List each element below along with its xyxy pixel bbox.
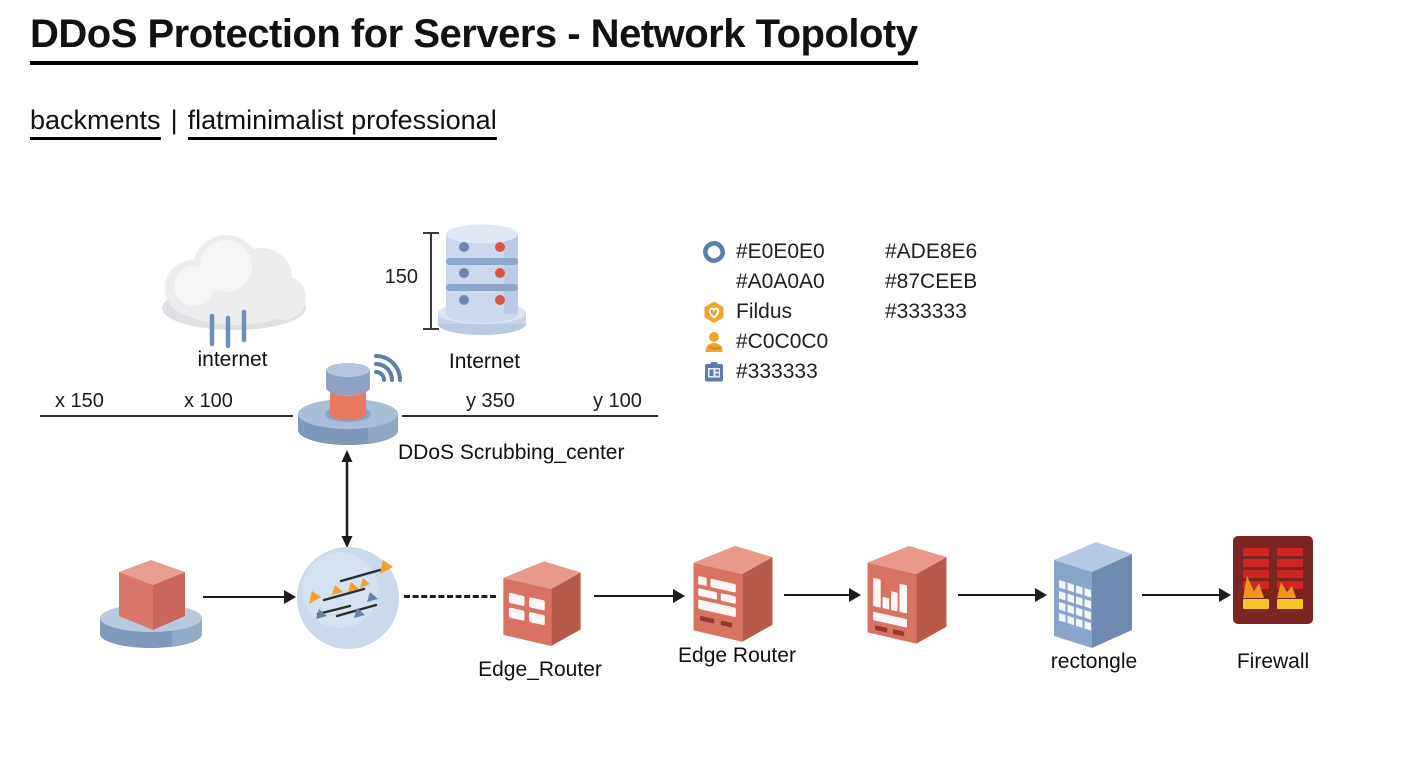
arrow-chartbox-to-building [958, 587, 1047, 602]
traffic-filter-node [294, 544, 402, 652]
legend-row: #A0A0A0 #87CEEB [702, 267, 977, 297]
scrubbing-center-icon [298, 354, 402, 445]
edge-router-1-label: Edge_Router [478, 658, 602, 681]
internet-cloud-icon [162, 235, 306, 349]
page-subtitle: backments | flatminimalist professional [30, 105, 497, 140]
dimension-value: 150 [384, 266, 418, 288]
legend-value: Fildus [736, 300, 793, 323]
building-label: rectongle [1050, 650, 1138, 673]
coordinate-line-left [40, 415, 293, 417]
coord-label-x100: x 100 [184, 390, 233, 412]
sync-icon [702, 240, 726, 264]
scrubbing-label: DDoS Scrubbing_center [398, 441, 625, 464]
hexagon-heart-icon [704, 301, 724, 323]
legend-row: #C0C0C0 [702, 327, 977, 357]
edge-router-1-node [496, 552, 588, 648]
arrow-building-to-firewall [1142, 587, 1231, 602]
chart-server-node [860, 536, 954, 646]
subtitle-separator: | [170, 105, 178, 135]
legend-value: #333333 [736, 360, 818, 383]
scrubbing-link [339, 450, 355, 553]
internet-cloud-node [148, 226, 313, 349]
id-card-icon [705, 362, 723, 382]
legend-value: #A0A0A0 [736, 270, 825, 293]
coordinate-line-right [402, 415, 658, 417]
color-legend: #E0E0E0 #ADE8E6 #A0A0A0 #87CEEB Fildus #… [702, 237, 977, 387]
legend-row: #E0E0E0 #ADE8E6 [702, 237, 977, 267]
legend-row: Fildus #333333 [702, 297, 977, 327]
arrow-router2-to-chartbox [784, 587, 861, 602]
server-label: Internet [448, 350, 521, 373]
traffic-filter-icon [297, 547, 399, 649]
subtitle-left: backments [30, 105, 161, 140]
building-icon [1054, 542, 1132, 648]
firewall-label: Firewall [1236, 650, 1310, 673]
person-icon [705, 332, 723, 352]
page-title: DDoS Protection for Servers - Network To… [30, 12, 918, 65]
chart-server-icon [867, 545, 947, 644]
subtitle-right: flatminimalist professional [187, 105, 497, 140]
legend-value: #E0E0E0 [736, 240, 825, 263]
coord-label-x150: x 150 [55, 390, 104, 412]
edge-router-2-label: Edge Router [678, 644, 796, 667]
internet-server-node [432, 220, 532, 338]
page-title-text: DDoS Protection for Servers - Network To… [30, 12, 918, 65]
edge-router-icon [693, 545, 773, 642]
firewall-icon [1233, 536, 1313, 624]
attack-source-node [92, 542, 210, 654]
legend-value: #C0C0C0 [736, 330, 829, 353]
legend-value: #ADE8E6 [885, 240, 978, 263]
cloud-label: internet [197, 348, 268, 371]
coord-label-y100: y 100 [593, 390, 642, 412]
edge-router-2-node [686, 536, 780, 644]
edge-router-icon [503, 561, 581, 646]
scrubbing-center-node [290, 352, 406, 452]
firewall-node [1233, 536, 1313, 624]
legend-value: #333333 [885, 300, 967, 323]
dimension-line-icon [423, 232, 439, 330]
building-node [1048, 534, 1138, 652]
server-stack-icon [438, 224, 526, 335]
legend-icon-spacer [702, 270, 726, 294]
legend-row: #333333 [702, 357, 977, 387]
coord-label-y350: y 350 [466, 390, 515, 412]
legend-value: #87CEEB [885, 270, 978, 293]
arrow-source-to-filter [203, 589, 296, 604]
cube-button-icon [100, 560, 202, 648]
arrow-router1-to-router2 [594, 588, 685, 603]
double-arrow-icon [341, 450, 353, 548]
dimension-marker [422, 230, 440, 337]
dashed-link-filter-to-router [404, 595, 496, 598]
